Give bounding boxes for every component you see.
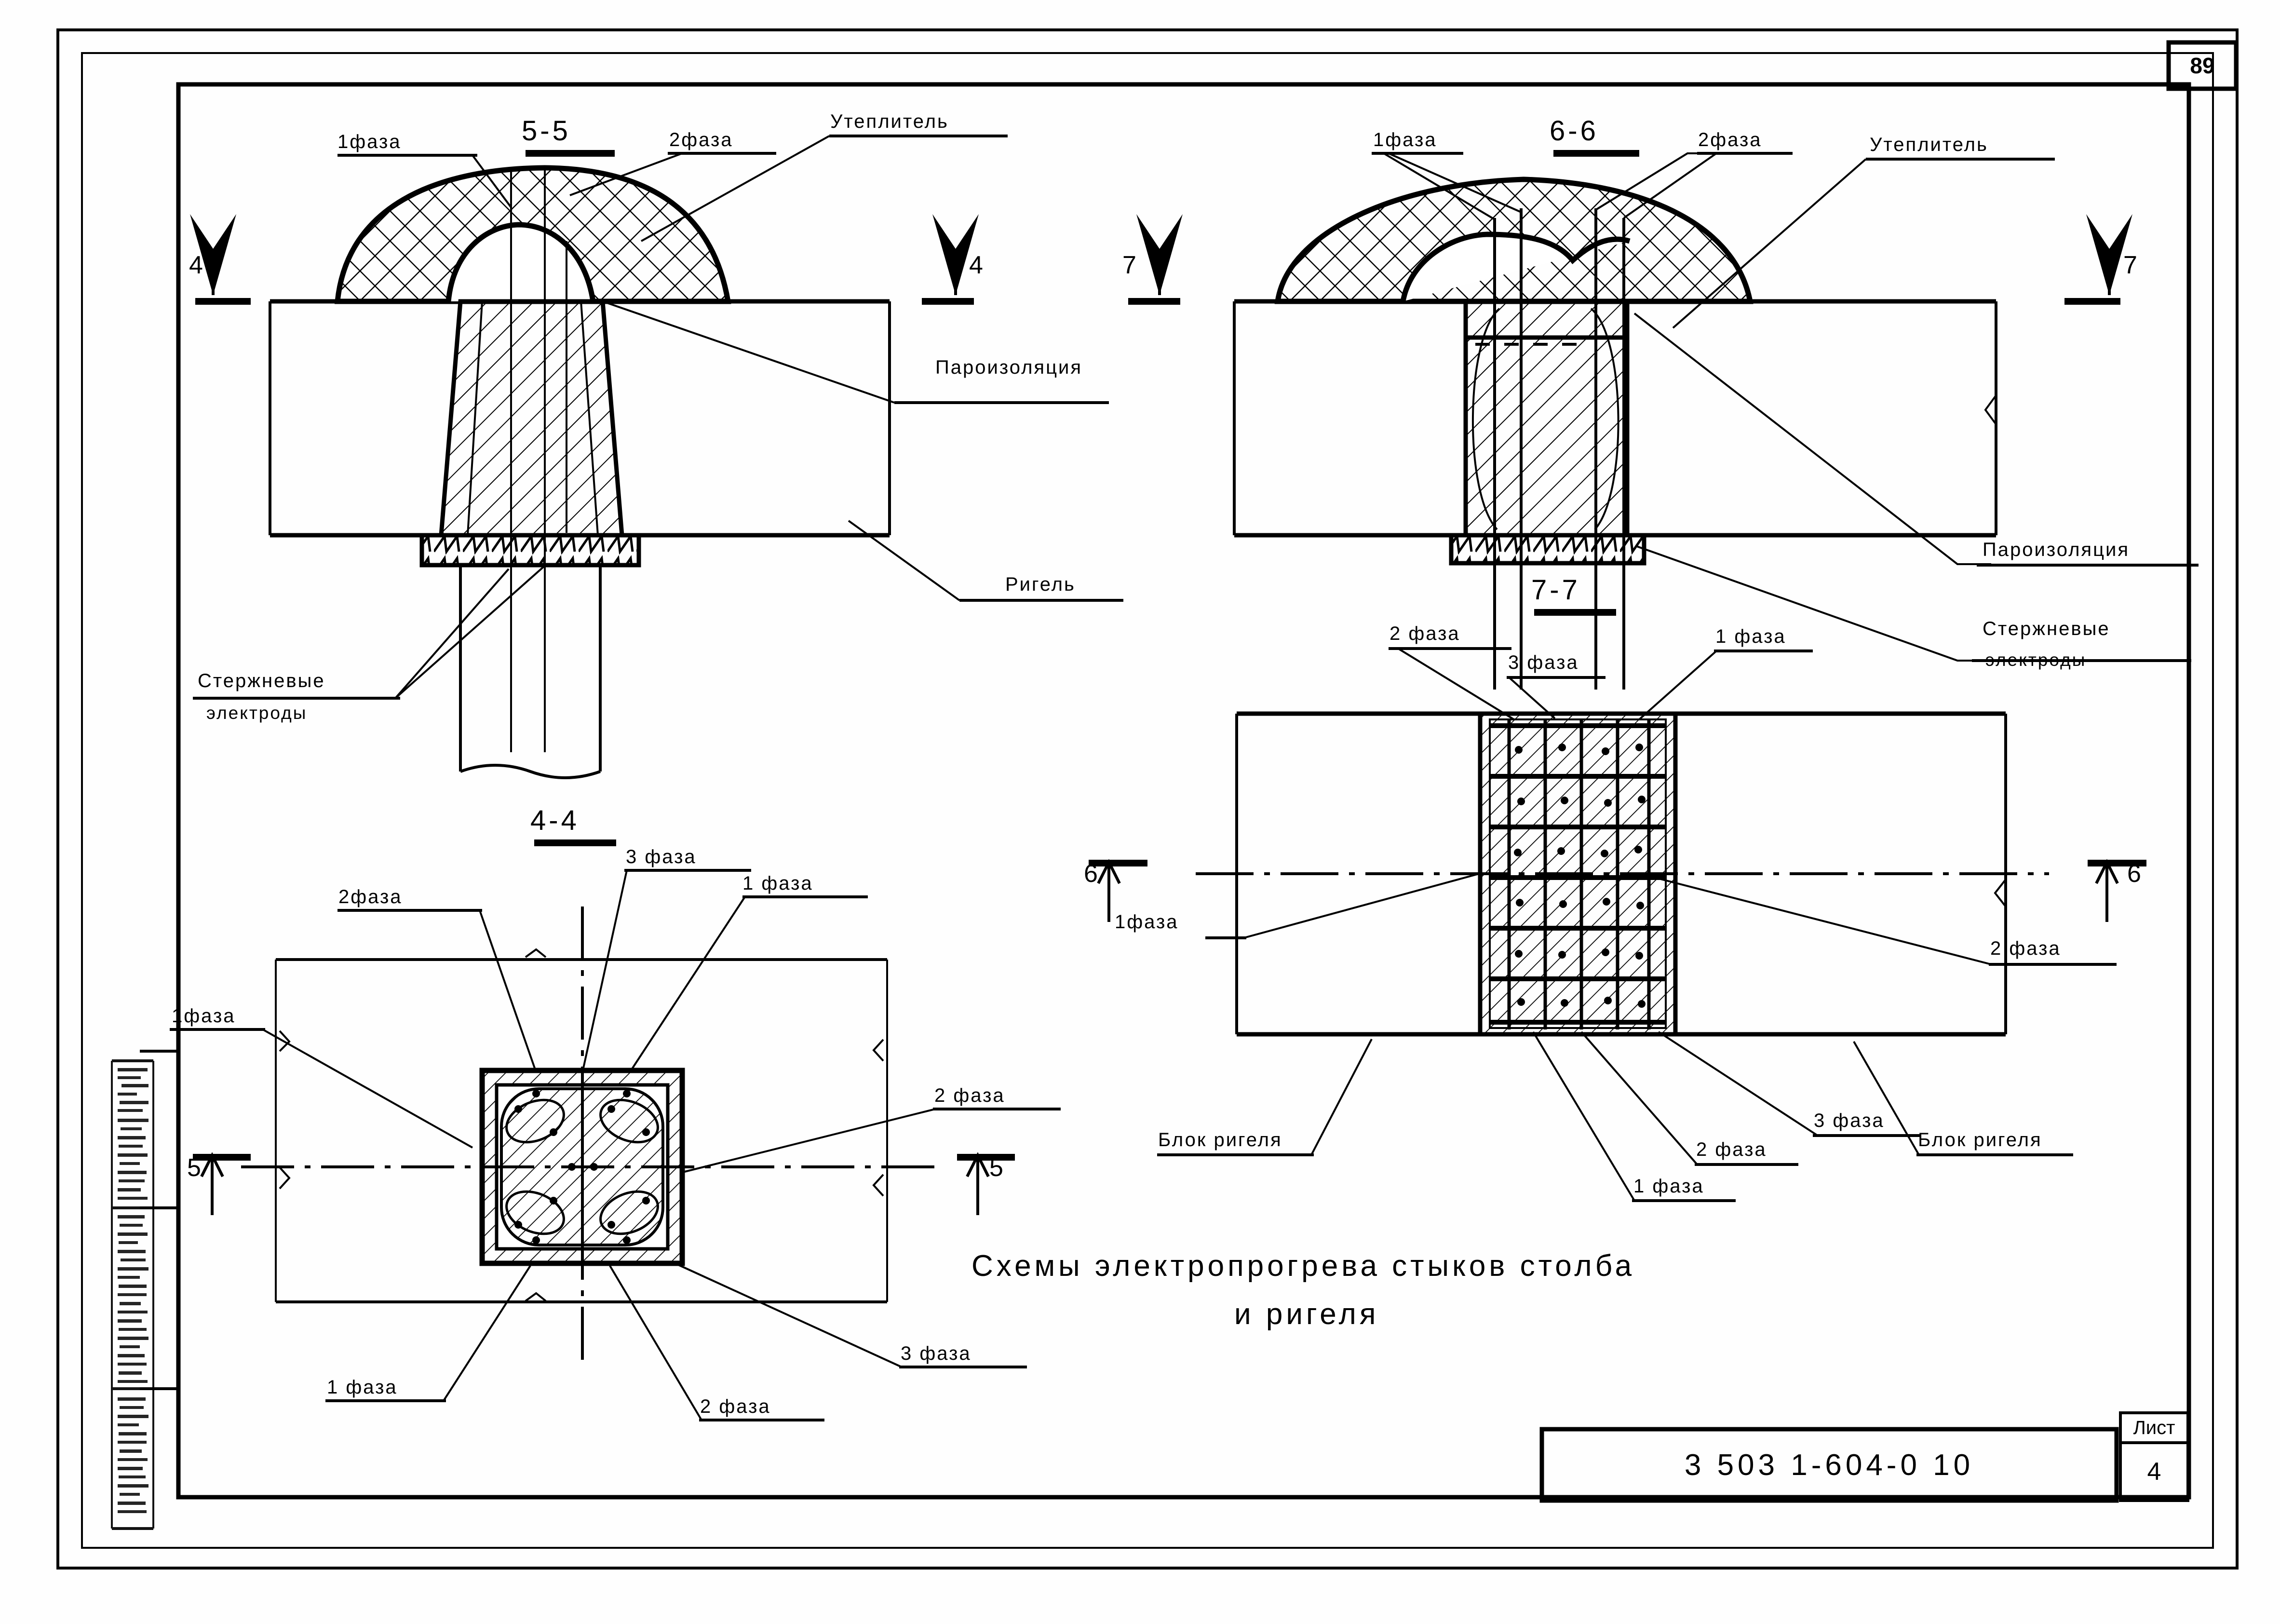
page-number-box — [2166, 40, 2239, 91]
sheet-number: 4 — [2147, 1458, 2161, 1486]
marker-7-left: 7 — [1122, 251, 1136, 279]
section-marker-7-left — [1128, 214, 1183, 305]
drawing-code-cell: 3 503 1-604-0 10 — [1542, 1429, 2117, 1501]
label-5-5-rod-electrodes-2: электроды — [206, 703, 308, 723]
label-7-7-phase3-bottom: 3 фаза — [1814, 1110, 1885, 1131]
section-6-6 — [1128, 150, 2199, 690]
marker-5-right: 5 — [989, 1154, 1003, 1182]
label-6-6-rod-electrodes-2: электроды — [1985, 650, 2087, 670]
label-7-7-phase2-right: 2 фаза — [1990, 938, 2061, 959]
section-marker-7-right — [2064, 214, 2132, 305]
marker-4-left: 4 — [189, 251, 203, 279]
label-7-7-beam-block-right: Блок ригеля — [1918, 1129, 2042, 1150]
label-5-5-vapor-barrier: Пароизоляция — [935, 357, 1083, 378]
section-marker-4-right — [922, 214, 979, 305]
label-6-6-phase1: 1фаза — [1373, 129, 1437, 150]
marker-5-left: 5 — [187, 1154, 201, 1182]
label-6-6-vapor-barrier: Пароизоляция — [1983, 539, 2130, 560]
sheet-border — [56, 28, 2239, 1570]
frame-ticks — [140, 1050, 178, 1390]
sheet-number-cell: 4 — [2120, 1443, 2188, 1501]
section-marker-5-right — [957, 1152, 1015, 1215]
label-4-4-phase3-bottom: 3 фаза — [901, 1343, 971, 1364]
label-4-4-phase1-bottom: 1 фаза — [327, 1377, 398, 1398]
marker-4-right: 4 — [969, 251, 983, 279]
marker-7-right: 7 — [2123, 251, 2137, 279]
label-5-5-beam: Ригель — [1005, 574, 1076, 595]
label-7-7-beam-block-left: Блок ригеля — [1158, 1129, 1282, 1150]
label-6-6-insulation: Утеплитель — [1870, 134, 1988, 155]
section-marker-6-right — [2088, 859, 2146, 922]
label-5-5-phase1: 1фаза — [337, 131, 402, 152]
label-4-4-phase3-top: 3 фаза — [626, 846, 697, 867]
label-7-7-phase1-left: 1фаза — [1115, 911, 1179, 933]
section-4-4 — [170, 839, 1061, 1421]
label-4-4-phase1-top: 1 фаза — [742, 873, 813, 894]
label-7-7-phase1-bottom: 1 фаза — [1633, 1176, 1704, 1197]
drawing-code: 3 503 1-604-0 10 — [1684, 1448, 1974, 1482]
label-4-4-phase2-right: 2 фаза — [934, 1085, 1005, 1106]
marker-6-right: 6 — [2127, 860, 2141, 888]
section-title-6-6: 6-6 — [1550, 115, 1599, 147]
label-7-7-phase2-top: 2 фаза — [1390, 623, 1460, 644]
label-6-6-phase2: 2фаза — [1698, 129, 1762, 150]
section-title-7-7: 7-7 — [1531, 574, 1580, 606]
label-5-5-rod-electrodes-1: Стержневые — [198, 670, 325, 691]
label-5-5-phase2: 2фаза — [669, 129, 733, 150]
label-4-4-phase2-bottom: 2 фаза — [700, 1396, 771, 1417]
main-title-line1: Схемы электропрогрева стыков столба — [971, 1249, 1635, 1283]
sheet-label: Лист — [2133, 1417, 2175, 1438]
section-marker-5-left — [193, 1152, 251, 1215]
section-5-5 — [190, 135, 1123, 779]
label-5-5-insulation: Утеплитель — [830, 111, 949, 132]
title-block — [1539, 1411, 2189, 1503]
page-number-text: 89 — [2190, 53, 2215, 78]
label-7-7-phase2-bottom: 2 фаза — [1696, 1139, 1767, 1160]
label-4-4-phase2-top: 2фаза — [338, 886, 403, 907]
section-marker-6-left — [1089, 859, 1147, 922]
section-title-4-4: 4-4 — [530, 805, 580, 836]
label-6-6-rod-electrodes-1: Стержневые — [1983, 618, 2110, 639]
label-4-4-phase1-left: 1фаза — [172, 1005, 236, 1027]
section-7-7 — [1089, 609, 2146, 1202]
section-marker-4-left — [190, 214, 251, 305]
label-7-7-phase3-top: 3 фаза — [1508, 652, 1579, 673]
left-margin-stamp — [111, 1059, 154, 1530]
section-title-5-5: 5-5 — [522, 115, 571, 147]
page-number: 89 — [2169, 42, 2236, 89]
marker-6-left: 6 — [1084, 860, 1098, 888]
main-title-line2: и ригеля — [1234, 1298, 1379, 1331]
sheet-label-cell: Лист — [2120, 1413, 2188, 1443]
label-7-7-phase1-top: 1 фаза — [1715, 626, 1786, 647]
